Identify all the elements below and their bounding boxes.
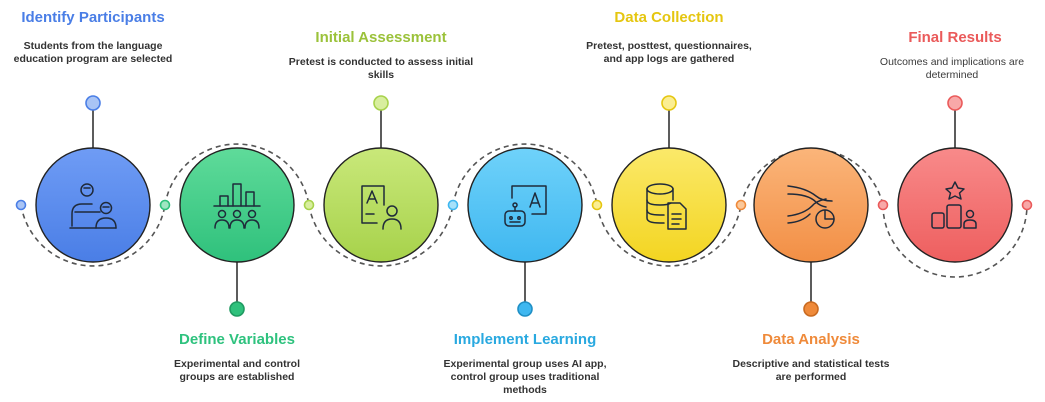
connector-dot (877, 199, 889, 211)
connector-dot (735, 199, 747, 211)
step-pins (85, 95, 963, 317)
step-circle-initial-assessment (323, 147, 439, 263)
step-desc-define-variables: Experimental and control groups are esta… (173, 358, 301, 383)
step-circle-data-analysis (753, 147, 869, 263)
dashed-connector-arcs (20, 143, 1028, 278)
connector-dots (15, 199, 1033, 211)
test-sheet-person-icon (361, 185, 402, 230)
arc-7-bottom (882, 204, 1028, 278)
pin-dot (517, 301, 533, 317)
database-document-icon (646, 183, 687, 230)
podium-star-icon (931, 181, 977, 229)
pin-dot (947, 95, 963, 111)
pin-dot (85, 95, 101, 111)
step-title-define-variables: Define Variables (179, 331, 295, 348)
connector-dot (591, 199, 603, 211)
step-circle-define-variables (179, 147, 295, 263)
arc-4-top (452, 143, 598, 206)
connector-dot (1021, 199, 1033, 211)
connector-dot (159, 199, 171, 211)
pin-dot (229, 301, 245, 317)
step-title-implement-learning: Implement Learning (453, 331, 597, 348)
step-circle-implement-learning (467, 147, 583, 263)
step-circles (35, 147, 1013, 263)
pin-dot (661, 95, 677, 111)
step-desc-initial-assessment: Pretest is conducted to assess initial s… (288, 56, 474, 81)
pin-dot (373, 95, 389, 111)
step-title-data-collection: Data Collection (614, 9, 724, 26)
connector-dot (447, 199, 459, 211)
arc-2-top (164, 143, 310, 206)
step-title-data-analysis: Data Analysis (762, 331, 860, 348)
group-bar-chart-icon (213, 183, 261, 229)
step-desc-data-collection: Pretest, posttest, questionnaires, and a… (586, 40, 752, 65)
arc-6-top (740, 148, 884, 206)
trend-pie-chart-icon (787, 185, 835, 229)
step-desc-identify-participants: Students from the language education pro… (13, 40, 173, 65)
arc-1-bottom (20, 204, 166, 267)
arc-5-bottom (596, 204, 742, 267)
arc-3-bottom (308, 204, 454, 267)
step-desc-implement-learning: Experimental group uses AI app, control … (443, 358, 607, 396)
step-title-final-results: Final Results (908, 29, 1002, 46)
pin-dot (803, 301, 819, 317)
step-title-identify-participants: Identify Participants (21, 9, 165, 26)
users-at-desk-icon (69, 183, 117, 229)
step-circle-data-collection (611, 147, 727, 263)
connector-dot (15, 199, 27, 211)
step-circle-identify-participants (35, 147, 151, 263)
step-title-initial-assessment: Initial Assessment (315, 29, 447, 46)
step-desc-data-analysis: Descriptive and statistical tests are pe… (732, 358, 890, 383)
step-desc-final-results: Outcomes and implications are determined (879, 56, 1025, 81)
connector-dot (303, 199, 315, 211)
ai-robot-screen-icon (504, 185, 547, 227)
